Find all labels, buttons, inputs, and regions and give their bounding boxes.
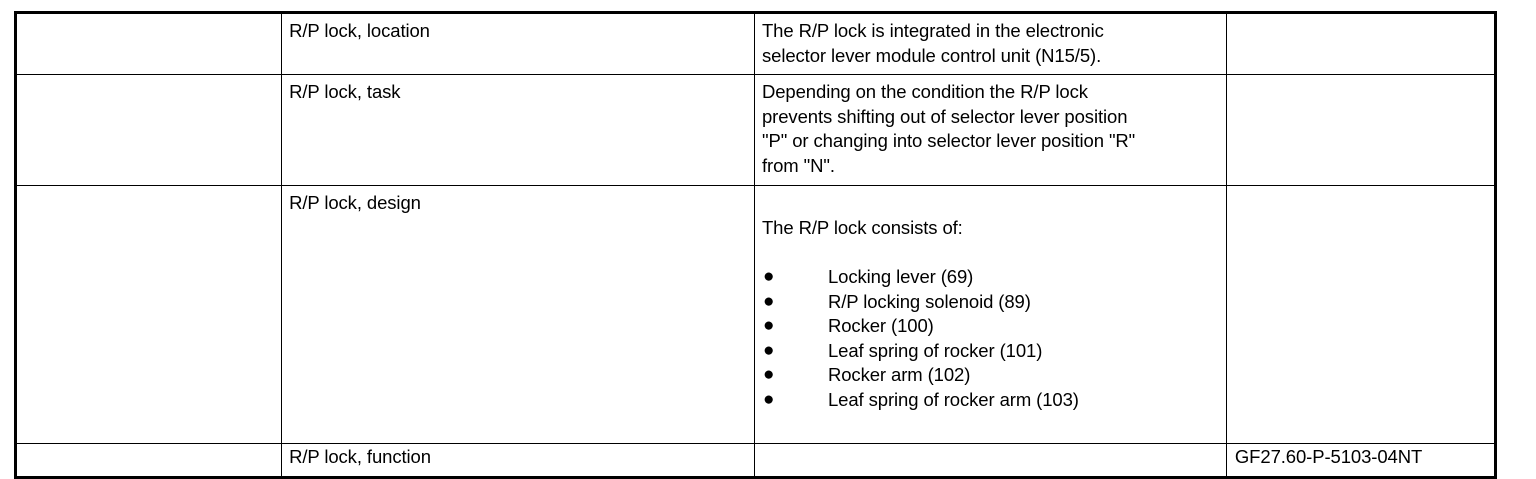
blank-cell-text bbox=[17, 186, 281, 198]
cell-label: R/P lock, location bbox=[281, 11, 755, 76]
description-text bbox=[755, 444, 1226, 451]
cell-label: R/P lock, task bbox=[281, 74, 755, 187]
document-page: R/P lock, location The R/P lock is integ… bbox=[14, 11, 1497, 479]
component-list-item-label: R/P locking solenoid (89) bbox=[827, 290, 1031, 312]
bullet-icon: ● bbox=[762, 339, 775, 361]
table-row: R/P lock, location The R/P lock is integ… bbox=[14, 11, 1497, 76]
component-list-item-label: Rocker (100) bbox=[827, 315, 934, 337]
bullet-icon: ● bbox=[762, 388, 775, 410]
component-list-item-label: Leaf spring of rocker arm (103) bbox=[827, 388, 1079, 410]
table-row: R/P lock, function GF27.60-P-5103-04NT bbox=[14, 443, 1497, 478]
cell-reference bbox=[1225, 74, 1497, 187]
component-list-item: ● Leaf spring of rocker arm (103) bbox=[762, 388, 1220, 413]
description-lead-text: The R/P lock consists of: bbox=[761, 216, 963, 238]
cell-reference: GF27.60-P-5103-04NT bbox=[1225, 443, 1497, 478]
blank-cell-text bbox=[17, 75, 281, 87]
component-list-item: ● Rocker (100) bbox=[762, 314, 1220, 339]
description-text: The R/P lock is integrated in the electr… bbox=[761, 20, 1104, 66]
cell-description: The R/P lock consists of: ● Locking lever… bbox=[753, 185, 1227, 445]
bullet-icon: ● bbox=[762, 290, 775, 312]
specification-table: R/P lock, location The R/P lock is integ… bbox=[14, 11, 1497, 479]
cell-blank bbox=[14, 11, 283, 76]
reference-text bbox=[1227, 186, 1494, 197]
cell-reference bbox=[1225, 11, 1497, 76]
description-text: Depending on the condition the R/P lock … bbox=[761, 81, 1136, 176]
label-text: R/P lock, location bbox=[289, 20, 430, 41]
cell-description: The R/P lock is integrated in the electr… bbox=[753, 11, 1227, 76]
cell-blank bbox=[14, 443, 283, 478]
description-block: The R/P lock consists of: ● Locking lever… bbox=[755, 186, 1226, 443]
bullet-icon: ● bbox=[762, 315, 775, 337]
component-list-item-label: Locking lever (69) bbox=[827, 265, 974, 287]
cell-reference bbox=[1225, 185, 1497, 445]
reference-text: GF27.60-P-5103-04NT bbox=[1234, 446, 1423, 468]
reference-text bbox=[1227, 14, 1494, 25]
table-row: R/P lock, task Depending on the conditio… bbox=[14, 74, 1497, 187]
cell-blank bbox=[14, 74, 283, 187]
component-list-item-label: Leaf spring of rocker (101) bbox=[827, 339, 1043, 361]
bullet-icon: ● bbox=[762, 265, 775, 287]
component-list-item: ● R/P locking solenoid (89) bbox=[762, 290, 1220, 315]
label-text: R/P lock, design bbox=[289, 192, 421, 214]
cell-description: Depending on the condition the R/P lock … bbox=[753, 74, 1227, 187]
label-text: R/P lock, function bbox=[289, 446, 431, 468]
component-list-item-label: Rocker arm (102) bbox=[827, 364, 971, 386]
component-list-item: ● Rocker arm (102) bbox=[762, 363, 1220, 388]
component-list-item: ● Locking lever (69) bbox=[762, 265, 1220, 290]
blank-cell-text bbox=[17, 444, 281, 452]
cell-blank bbox=[14, 185, 283, 445]
component-list-item: ● Leaf spring of rocker (101) bbox=[762, 339, 1220, 364]
cell-description bbox=[753, 443, 1227, 478]
reference-text bbox=[1227, 75, 1494, 86]
bullet-icon: ● bbox=[762, 364, 775, 386]
label-text: R/P lock, task bbox=[289, 81, 401, 103]
blank-cell-text bbox=[17, 14, 281, 26]
component-bullet-list: ● Locking lever (69) ● R/P locking solenoid… bbox=[762, 265, 1220, 413]
table-row: R/P lock, design The R/P lock consists o… bbox=[14, 185, 1497, 445]
cell-label: R/P lock, function bbox=[281, 443, 755, 478]
cell-label: R/P lock, design bbox=[281, 185, 755, 445]
